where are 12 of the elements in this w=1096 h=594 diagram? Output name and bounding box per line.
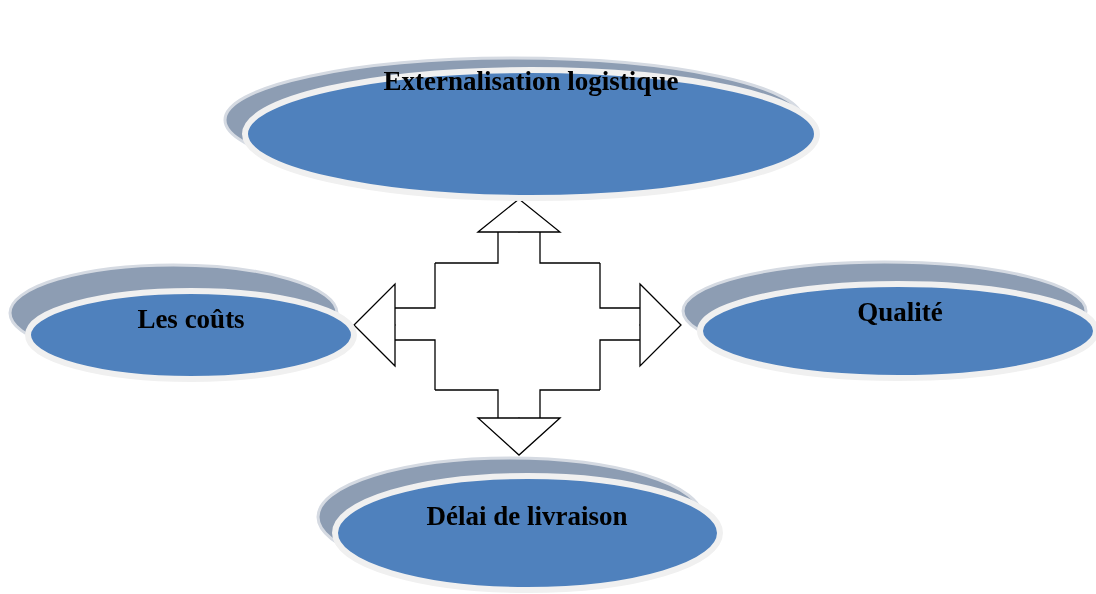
node-label: Les coûts: [137, 304, 245, 335]
node-label: Qualité: [857, 297, 943, 328]
ellipse-node: [221, 54, 821, 202]
ellipse-node: [6, 261, 358, 383]
block-arrow: [434, 198, 601, 264]
ellipse-node: [679, 258, 1096, 382]
node-label: Externalisation logistique: [383, 66, 679, 97]
node-label: Délai de livraison: [426, 501, 628, 532]
block-arrow: [434, 389, 601, 456]
block-arrow: [599, 262, 682, 391]
block-arrow: [353, 262, 436, 391]
ellipse-node: [314, 454, 724, 594]
